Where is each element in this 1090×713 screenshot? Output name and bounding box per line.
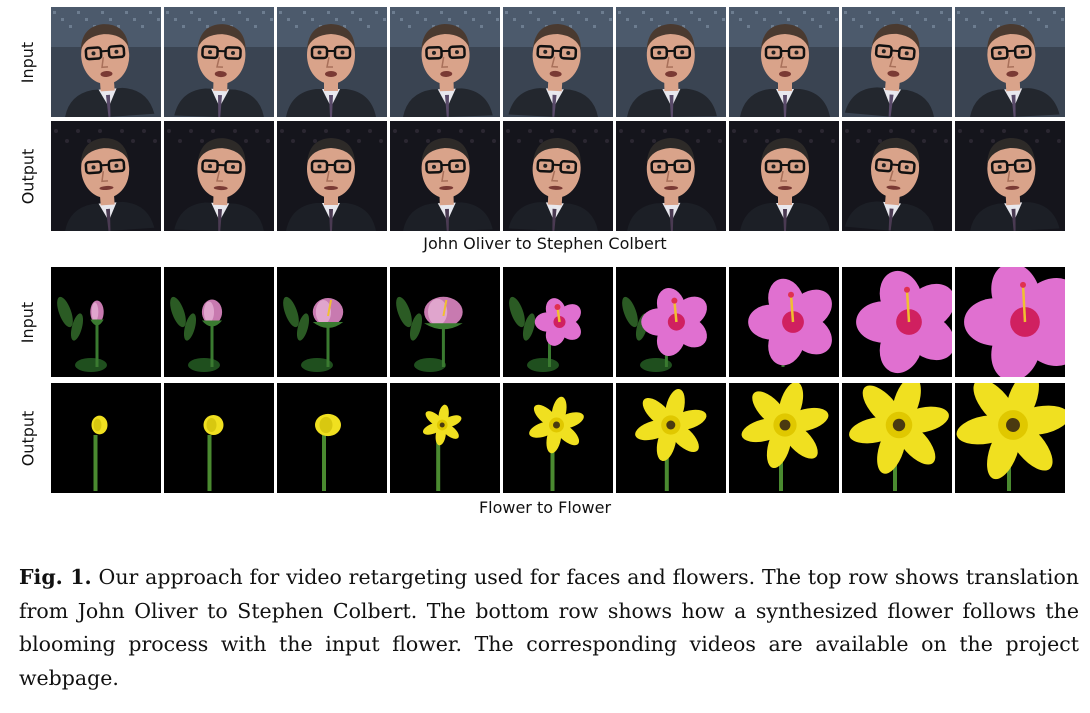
flower-hibiscus-frame — [729, 267, 839, 377]
face-colbert-frame — [729, 121, 839, 231]
input-face-strip — [51, 7, 1065, 117]
figure-caption: Fig. 1. Our approach for video retargeti… — [19, 561, 1079, 695]
flower-yellow-frame — [277, 383, 387, 493]
flower-yellow-frame — [955, 383, 1065, 493]
face-oliver-frame — [164, 7, 274, 117]
face-oliver-frame — [729, 7, 839, 117]
face-colbert-frame — [51, 121, 161, 231]
row-label-output-faces: Output — [18, 148, 38, 204]
flower-yellow-frame — [164, 383, 274, 493]
face-oliver-frame — [616, 7, 726, 117]
flower-hibiscus-frame — [955, 267, 1065, 377]
figure-label: Fig. 1. — [19, 565, 92, 589]
row-label-input-flowers: Input — [18, 301, 38, 343]
flower-hibiscus-frame — [164, 267, 274, 377]
output-face-strip — [51, 121, 1065, 231]
face-colbert-frame — [277, 121, 387, 231]
face-oliver-frame — [51, 7, 161, 117]
group-caption-flowers: Flower to Flower — [478, 498, 612, 517]
flower-yellow-frame — [390, 383, 500, 493]
face-oliver-frame — [503, 7, 613, 117]
face-colbert-frame — [164, 121, 274, 231]
row-label-input-faces: Input — [18, 41, 38, 83]
face-oliver-frame — [277, 7, 387, 117]
face-colbert-frame — [503, 121, 613, 231]
row-label-output-flowers: Output — [18, 410, 38, 466]
group-caption-faces: John Oliver to Stephen Colbert — [423, 234, 667, 253]
flower-yellow-frame — [503, 383, 613, 493]
face-colbert-frame — [842, 121, 952, 231]
flower-hibiscus-frame — [390, 267, 500, 377]
flower-yellow-frame — [729, 383, 839, 493]
output-flower-strip — [51, 383, 1065, 493]
figure-caption-text: Our approach for video retargeting used … — [19, 565, 1079, 690]
face-oliver-frame — [390, 7, 500, 117]
flower-yellow-frame — [842, 383, 952, 493]
input-flower-strip — [51, 267, 1065, 377]
face-colbert-frame — [390, 121, 500, 231]
face-colbert-frame — [616, 121, 726, 231]
face-oliver-frame — [842, 7, 952, 117]
face-oliver-frame — [955, 7, 1065, 117]
flower-hibiscus-frame — [842, 267, 952, 377]
flower-yellow-frame — [616, 383, 726, 493]
flower-hibiscus-frame — [616, 267, 726, 377]
flower-hibiscus-frame — [51, 267, 161, 377]
flower-yellow-frame — [51, 383, 161, 493]
flower-hibiscus-frame — [277, 267, 387, 377]
flower-hibiscus-frame — [503, 267, 613, 377]
face-colbert-frame — [955, 121, 1065, 231]
